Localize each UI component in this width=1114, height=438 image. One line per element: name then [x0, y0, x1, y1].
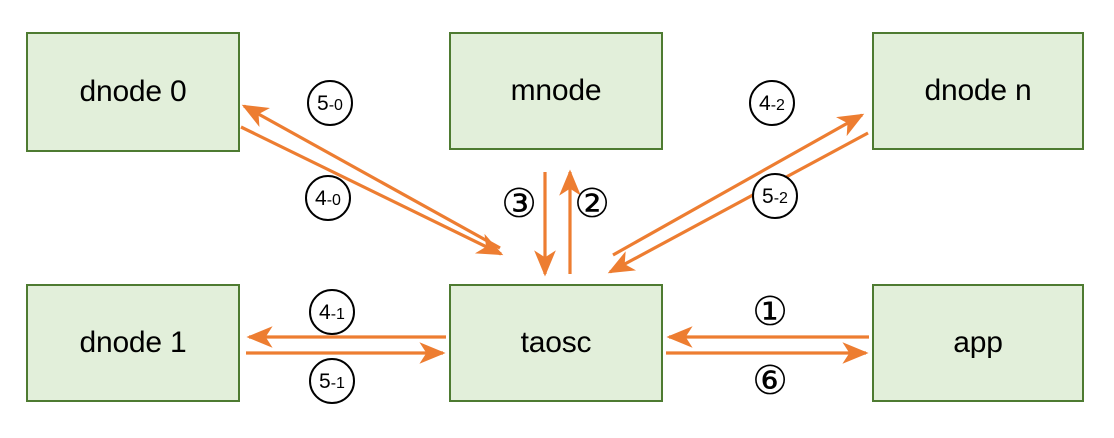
edge-badge-5-1: 5-1	[309, 358, 355, 404]
edge-badge-6-main: ⑥	[752, 358, 788, 404]
edge-badge-4-1-main: 4	[319, 301, 331, 324]
edge-badge-5-2-sub: -2	[773, 190, 788, 207]
edge-badge-4-0: 4-0	[305, 175, 351, 221]
node-taosc[interactable]: taosc	[449, 284, 663, 402]
node-label-mnode: mnode	[510, 74, 602, 107]
edge-badge-5-2-main: 5	[762, 185, 774, 208]
edge-badge-3-main: ③	[501, 181, 537, 227]
edge-badge-4-2-main: 4	[759, 92, 771, 115]
edge-badge-5-1-main: 5	[319, 370, 331, 393]
arrow-5-2	[607, 131, 869, 274]
edge-badge-5-0-main: 5	[317, 92, 329, 115]
node-app[interactable]: app	[872, 284, 1084, 402]
edge-badge-4-2-sub: -2	[770, 97, 785, 114]
edge-badge-3: ③	[496, 181, 542, 227]
arrow-5-0	[241, 104, 501, 250]
edge-badge-4-1-sub: -1	[330, 306, 345, 323]
edge-badge-5-1-sub: -1	[330, 375, 345, 392]
edge-badge-4-0-main: 4	[315, 187, 327, 210]
arrow-4-0	[240, 125, 504, 256]
arrow-4-2	[612, 113, 865, 257]
node-label-taosc: taosc	[520, 326, 592, 359]
node-dnode-0[interactable]: dnode 0	[26, 32, 240, 152]
node-label-dnode-1: dnode 1	[79, 326, 187, 359]
node-dnode-n[interactable]: dnode n	[872, 32, 1084, 150]
node-label-app: app	[953, 326, 1003, 359]
edge-badge-5-0-sub: -0	[328, 97, 343, 114]
node-mnode[interactable]: mnode	[449, 32, 663, 150]
edge-badge-5-0: 5-0	[307, 80, 353, 126]
edge-badge-5-2: 5-2	[752, 173, 798, 219]
edge-badge-4-1: 4-1	[309, 289, 355, 335]
edge-badge-2-main: ②	[574, 181, 610, 227]
edge-badge-1: ①	[747, 289, 793, 335]
node-label-dnode-0: dnode 0	[79, 75, 187, 108]
edge-badge-4-0-sub: -0	[326, 192, 341, 209]
edge-badge-2: ②	[569, 181, 615, 227]
node-label-dnode-n: dnode n	[924, 74, 1032, 107]
edge-badge-6: ⑥	[747, 358, 793, 404]
node-dnode-1[interactable]: dnode 1	[26, 284, 240, 402]
edge-badge-4-2: 4-2	[749, 80, 795, 126]
edge-badge-1-main: ①	[752, 289, 788, 335]
